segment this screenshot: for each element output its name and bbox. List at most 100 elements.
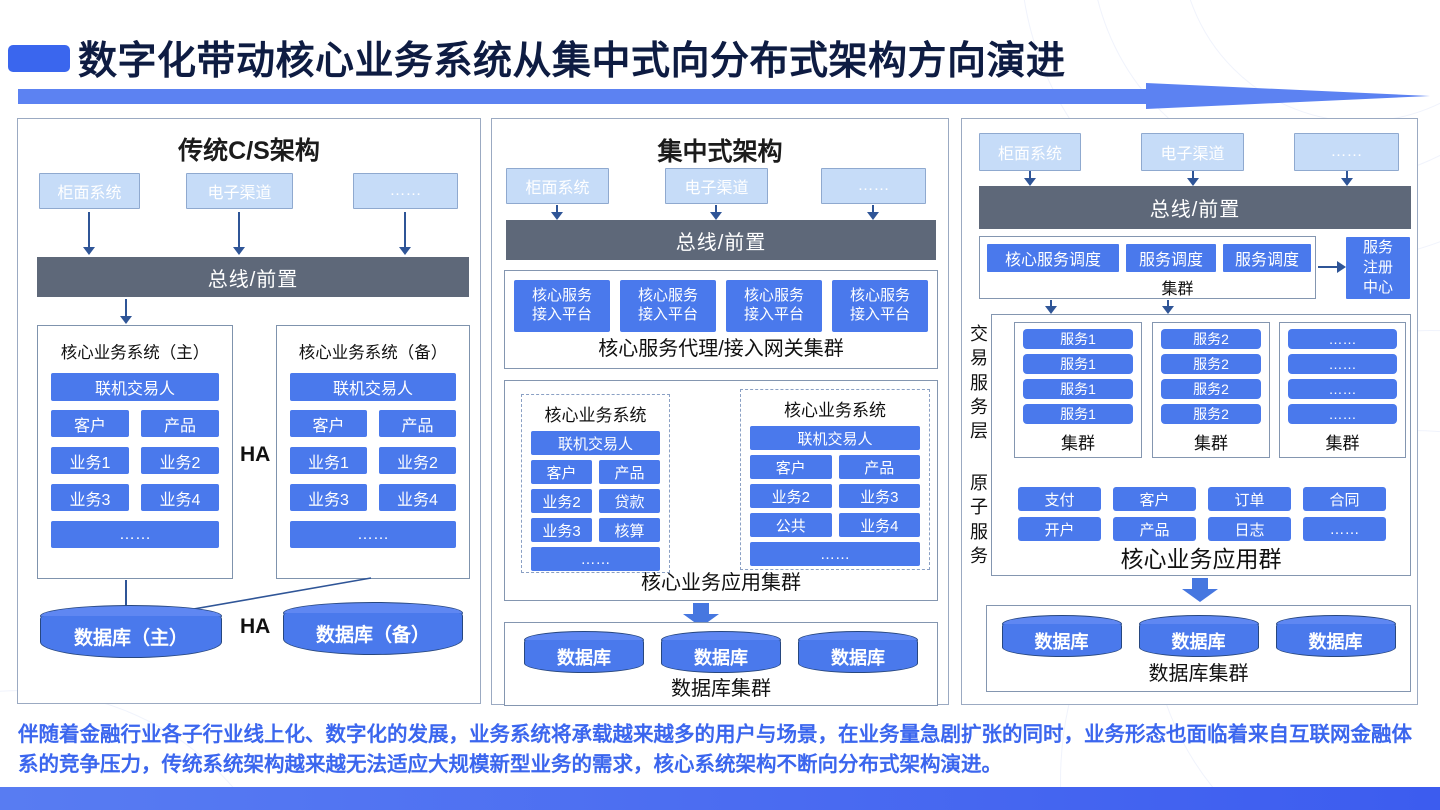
- more-bar: ……: [750, 542, 920, 566]
- fat-down-arrow-icon: [1182, 578, 1218, 602]
- db-cluster-label: 数据库集群: [671, 678, 771, 700]
- online-transaction-bar: 联机交易人: [51, 373, 219, 401]
- cluster-label: 集群: [1194, 434, 1228, 453]
- module-cell: 客户: [51, 410, 129, 437]
- service-bar: 服务2: [1161, 354, 1261, 374]
- channel-box: ……: [821, 168, 926, 204]
- core-system-main-box: 核心业务系统（主） 联机交易人 客户 产品 业务1 业务2 业务3 业务4 ……: [37, 325, 233, 579]
- service-bar: ……: [1288, 354, 1397, 374]
- down-arrow-icon: [709, 205, 723, 220]
- database-backup-cylinder: 数据库（备）: [283, 602, 463, 655]
- header-arrow-bar: [18, 89, 1146, 104]
- system-body: 联机交易人 客户 产品 业务1 业务2 业务3 业务4 ……: [51, 373, 219, 548]
- system-body: 联机交易人 客户 产品 业务1 业务2 业务3 业务4 ……: [290, 373, 456, 548]
- cluster-label: 集群: [1325, 434, 1360, 453]
- service-cluster-box: 服务1 服务1 服务1 服务1 集群: [1014, 322, 1142, 458]
- ha-label: HA: [240, 443, 271, 466]
- down-arrow-icon: [232, 212, 246, 255]
- service-registry-box: 服务 注册 中心: [1346, 237, 1410, 299]
- panel-title: 传统C/S架构: [178, 137, 320, 165]
- module-cell: 业务3: [290, 484, 367, 511]
- atomic-service-grid: 支付 客户 订单 合同 开户 产品 日志 ……: [1018, 487, 1386, 541]
- system-body: 联机交易人 客户 产品 业务2 贷款 业务3 核算 ……: [531, 431, 660, 571]
- footer-paragraph: 伴随着金融行业各子行业线上化、数字化的发展，业务系统将承载越来越多的用户与场景，…: [18, 723, 1412, 776]
- module-cell: 业务2: [750, 484, 832, 508]
- module-cell: 公共: [750, 513, 832, 537]
- module-cell: 业务2: [141, 447, 219, 474]
- service-bar: 服务1: [1023, 404, 1133, 424]
- module-grid: 客户 产品 业务1 业务2 业务3 业务4: [290, 410, 456, 511]
- down-arrow-icon: [398, 212, 412, 255]
- atomic-service-box: ……: [1303, 517, 1386, 541]
- module-cell: 产品: [838, 455, 920, 479]
- module-cell: 业务4: [141, 484, 219, 511]
- channel-box: 柜面系统: [39, 173, 140, 209]
- app-cluster-label: 核心业务应用集群: [641, 572, 801, 594]
- database-label: 数据库: [1171, 632, 1226, 652]
- bus-bar: 总线/前置: [37, 257, 469, 297]
- channel-box: 电子渠道: [186, 173, 293, 209]
- scheduler-cluster-label: 集群: [1161, 281, 1194, 298]
- app-group-label: 核心业务应用群: [1120, 546, 1282, 572]
- system-title: 核心业务系统（备）: [298, 344, 448, 362]
- module-cell: 业务2: [379, 447, 456, 474]
- service-bar: 服务2: [1161, 404, 1261, 424]
- module-cell: 业务3: [838, 484, 920, 508]
- online-transaction-bar: 联机交易人: [290, 373, 456, 401]
- database-cylinder: 数据库: [1138, 615, 1259, 657]
- down-arrow-icon: [1340, 171, 1354, 186]
- database-cylinder: 数据库: [661, 631, 781, 673]
- system-body: 联机交易人 客户 产品 业务2 业务3 公共 业务4 ……: [750, 426, 920, 566]
- module-cell: 业务1: [290, 447, 367, 474]
- access-platform-box: 核心服务 接入平台: [514, 280, 610, 332]
- access-platform-box: 核心服务 接入平台: [620, 280, 716, 332]
- database-cylinder: 数据库: [1275, 615, 1396, 657]
- database-label: 数据库: [1308, 632, 1363, 652]
- database-cylinder: 数据库: [1001, 615, 1122, 657]
- bottom-accent-bar: [0, 787, 1440, 810]
- atomic-service-box: 客户: [1113, 487, 1196, 511]
- module-grid: 客户 产品 业务2 贷款 业务3 核算: [531, 460, 660, 542]
- module-cell: 业务2: [531, 489, 592, 513]
- database-cylinder: 数据库: [798, 631, 918, 673]
- access-platform-box: 核心服务 接入平台: [832, 280, 928, 332]
- down-arrow-icon: [119, 299, 133, 324]
- db-row: 数据库 数据库 数据库: [987, 615, 1410, 657]
- database-label: 数据库（备）: [315, 625, 430, 646]
- service-bar: 服务2: [1161, 379, 1261, 399]
- service-bar: 服务2: [1161, 329, 1261, 349]
- system-title: 核心业务系统: [544, 406, 647, 425]
- module-cell: 产品: [141, 410, 219, 437]
- database-label: 数据库: [1034, 632, 1089, 652]
- database-label: 数据库: [557, 648, 611, 668]
- module-cell: 业务1: [51, 447, 129, 474]
- service-bar: ……: [1288, 329, 1397, 349]
- atomic-service-box: 开户: [1018, 517, 1101, 541]
- module-grid: 客户 产品 业务2 业务3 公共 业务4: [750, 455, 920, 537]
- core-system-backup-box: 核心业务系统（备） 联机交易人 客户 产品 业务1 业务2 业务3 业务4 ……: [276, 325, 470, 579]
- module-cell: 产品: [379, 410, 456, 437]
- bus-bar: 总线/前置: [979, 186, 1411, 229]
- module-cell: 客户: [531, 460, 592, 484]
- service-bar: 服务1: [1023, 354, 1133, 374]
- module-cell: 业务4: [838, 513, 920, 537]
- module-cell: 业务3: [531, 518, 592, 542]
- module-cell: 客户: [290, 410, 367, 437]
- system-title: 核心业务系统: [784, 401, 886, 420]
- atomic-service-layer-label: 原子服务: [970, 473, 988, 566]
- scheduler-box: 服务调度: [1126, 244, 1216, 272]
- database-cylinder: 数据库: [524, 631, 644, 673]
- bus-bar: 总线/前置: [506, 220, 936, 260]
- scheduler-box: 服务调度: [1223, 244, 1311, 272]
- db-cluster-label: 数据库集群: [1148, 663, 1249, 685]
- more-bar: ……: [290, 521, 456, 548]
- down-arrow-icon: [82, 212, 96, 255]
- service-bar: 服务1: [1023, 329, 1133, 349]
- channel-box: 电子渠道: [665, 168, 768, 204]
- title-bullet: [8, 45, 70, 72]
- module-cell: 客户: [750, 455, 832, 479]
- atomic-service-box: 合同: [1303, 487, 1386, 511]
- down-arrow-icon: [1023, 171, 1037, 186]
- channel-box: 柜面系统: [506, 168, 609, 204]
